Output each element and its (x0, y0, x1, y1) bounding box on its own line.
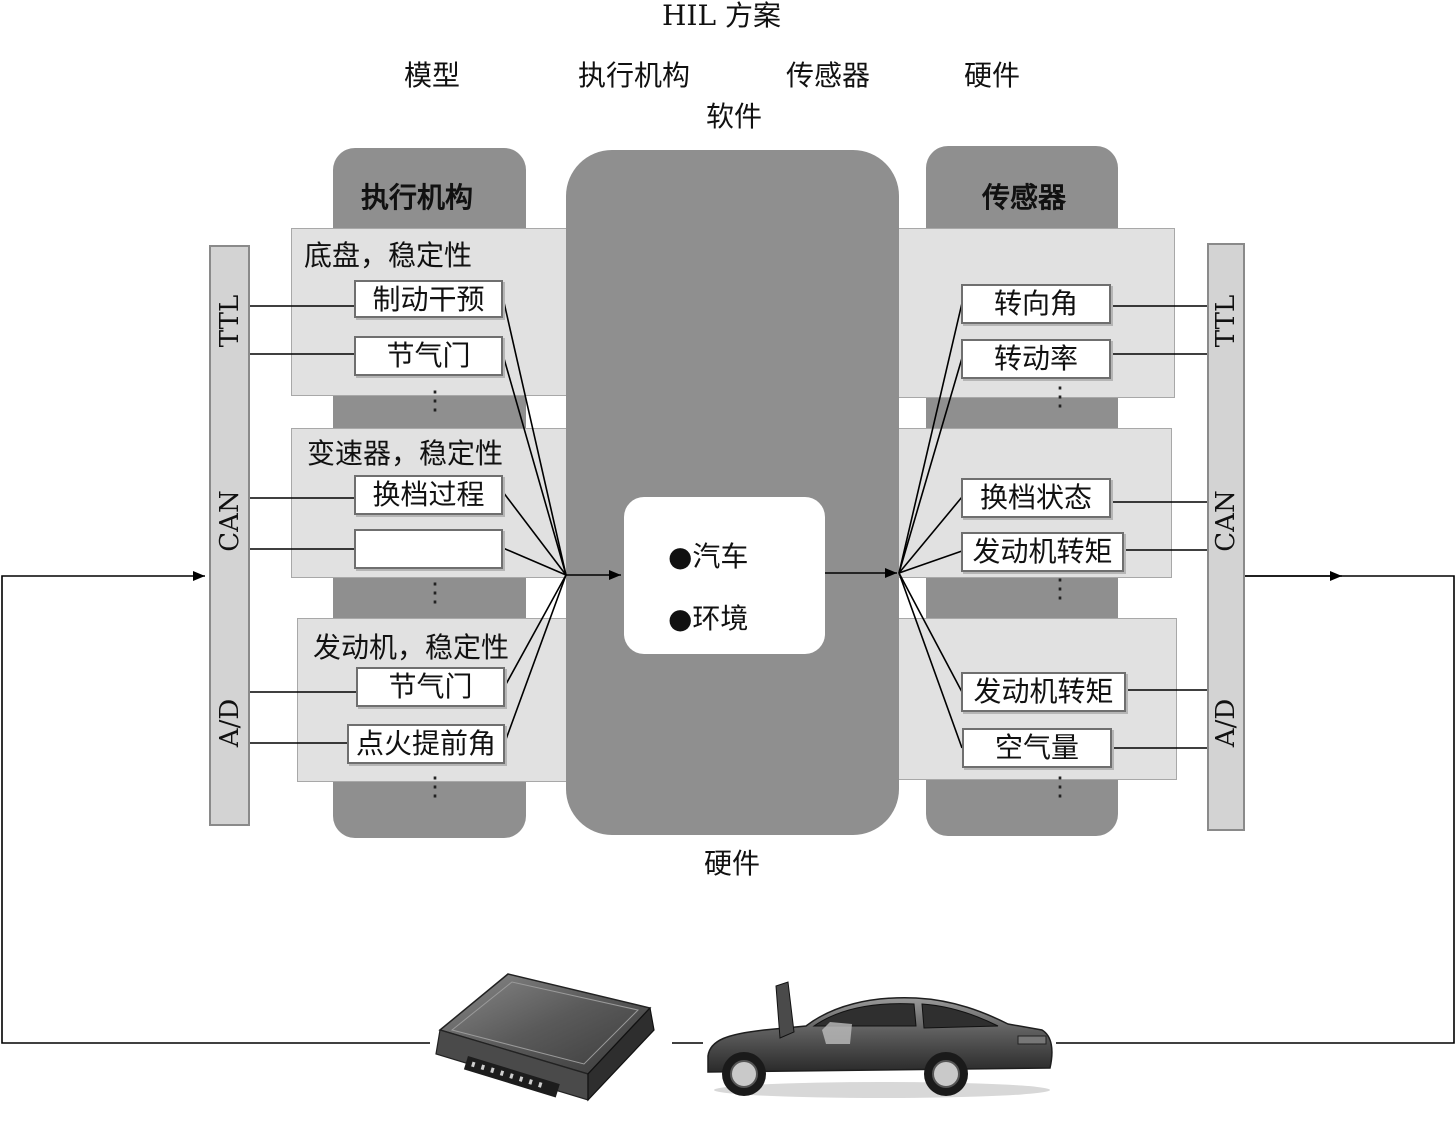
sensor-yaw-rate: 转动率 (961, 339, 1111, 379)
vehicle-environment-box (624, 497, 825, 654)
left-io-bus (209, 245, 250, 826)
label-software: 软件 (706, 100, 763, 133)
actuator-empty-slot (354, 529, 503, 569)
right-io-bus (1207, 243, 1245, 831)
item-vehicle: ●汽车 (668, 540, 749, 573)
ecu-unit-photo (435, 973, 655, 1102)
sensor-air-mass: 空气量 (962, 728, 1112, 768)
actuator-throttle-chassis: 节气门 (354, 336, 503, 376)
ellipsis-right-1: ⋮ (1047, 382, 1073, 412)
actuator-throttle-engine: 节气门 (356, 667, 505, 707)
sensor-engine-torque-1: 发动机转矩 (961, 532, 1124, 572)
label-actuator: 执行机构 (578, 59, 691, 92)
group-title-chassis: 底盘，稳定性 (304, 239, 473, 272)
sensor-shift-state: 换档状态 (961, 478, 1111, 518)
diagram-title: HIL 方案 (662, 0, 781, 32)
ellipsis-left-1: ⋮ (422, 386, 448, 416)
car-photo (707, 981, 1053, 1098)
actuator-ignition-advance: 点火提前角 (347, 724, 505, 764)
label-hardware-bottom: 硬件 (704, 847, 761, 880)
group-title-transmission: 变速器，稳定性 (307, 437, 504, 470)
label-hardware-top: 硬件 (964, 59, 1021, 92)
label-model: 模型 (404, 59, 461, 92)
actuator-shift-process: 换档过程 (354, 475, 503, 515)
ellipsis-right-2: ⋮ (1047, 574, 1073, 604)
sensor-engine-torque-2: 发动机转矩 (961, 672, 1126, 712)
ellipsis-left-3: ⋮ (422, 772, 448, 802)
ellipsis-right-3: ⋮ (1047, 772, 1073, 802)
actuator-column-title: 执行机构 (361, 181, 474, 214)
sensor-steering-angle: 转向角 (961, 284, 1111, 324)
ellipsis-left-2: ⋮ (422, 578, 448, 608)
item-environment: ●环境 (668, 602, 749, 635)
group-title-engine: 发动机，稳定性 (313, 631, 510, 664)
label-sensor: 传感器 (786, 59, 871, 92)
sensor-column-title: 传感器 (982, 181, 1067, 214)
actuator-brake-intervention: 制动干预 (354, 280, 503, 318)
software-model-block (566, 150, 899, 835)
